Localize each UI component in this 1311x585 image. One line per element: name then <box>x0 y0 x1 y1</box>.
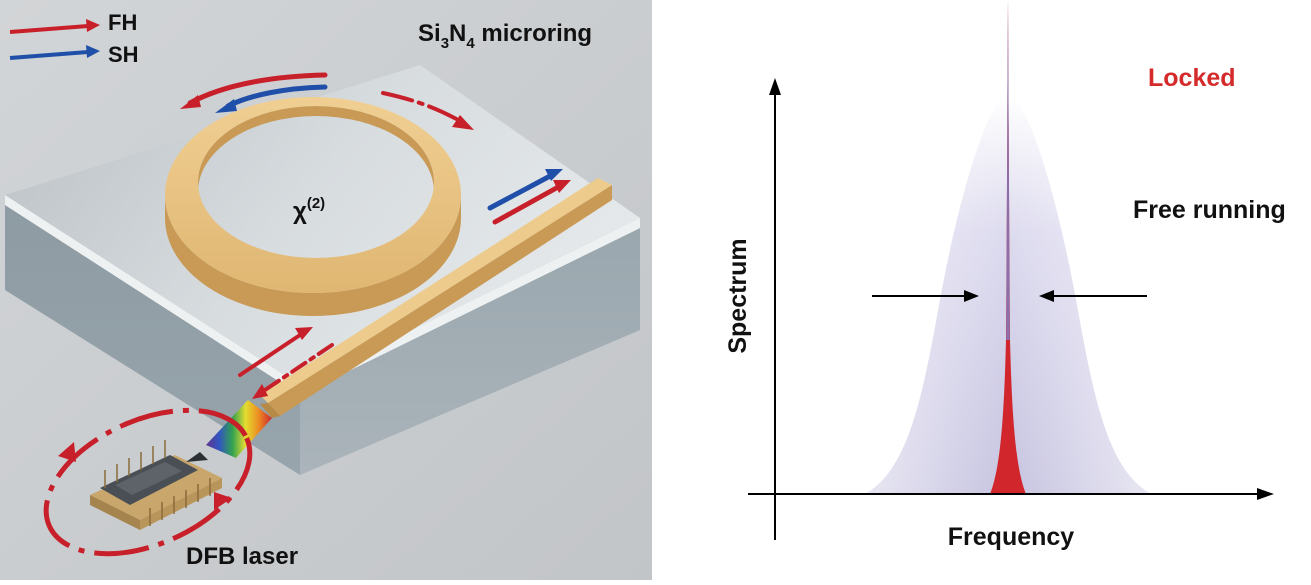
legend-fh-arrow <box>9 24 89 34</box>
narrowing-arrowhead-left <box>964 290 979 302</box>
loop-arrowhead-left <box>58 442 76 462</box>
laser-mount-front <box>140 478 222 530</box>
fh-input-arrowhead <box>295 327 313 340</box>
bus-waveguide <box>260 178 612 418</box>
chip-front-face <box>5 205 300 475</box>
arrows-on-chip <box>180 72 571 399</box>
fh-arrowhead <box>180 95 201 109</box>
narrowing-arrowhead-right <box>1039 290 1054 302</box>
device-schematic: χ(2) <box>0 0 652 580</box>
y-axis-label: Spectrum <box>724 238 752 353</box>
ring-top-surface <box>164 96 461 294</box>
fh-dashed-arrow-ring-right <box>381 91 464 124</box>
laser-mount-side <box>90 495 140 530</box>
waveguide-side <box>268 185 612 416</box>
spectrum-schematic: Locked Free running Spectrum Frequency <box>660 0 1311 580</box>
waveguide-end-facet <box>260 403 280 418</box>
laser-pins <box>104 440 211 526</box>
chip-material-label: Si3N4 microring <box>418 20 592 52</box>
device-schematic-svg: χ(2) <box>0 0 652 580</box>
laser-chip-top <box>115 462 182 495</box>
chip-top-face <box>5 65 640 385</box>
legend-fh-arrowhead <box>86 19 100 32</box>
free-running-label: Free running <box>1133 196 1286 224</box>
spectrum-schematic-svg: Locked Free running Spectrum Frequency <box>724 0 1286 551</box>
y-axis-arrowhead <box>769 78 781 95</box>
legend: FH SH <box>9 10 139 67</box>
waveguide-top <box>260 178 612 403</box>
legend-sh-arrowhead <box>86 45 100 58</box>
sh-output-arrowhead <box>545 169 563 181</box>
fh-arrow-ring-left <box>187 72 328 106</box>
ring-chi2-label: χ(2) <box>293 195 325 225</box>
sh-arrow-ring-left <box>225 84 328 109</box>
sh-arrowhead <box>215 99 237 113</box>
chip-right-face <box>300 228 640 475</box>
fh-output-arrow <box>492 183 563 225</box>
fh-reflected-arrowhead <box>252 384 268 399</box>
legend-sh-arrow <box>9 50 89 60</box>
sh-output-arrow <box>487 172 555 211</box>
fh-arrowhead-right <box>452 115 474 130</box>
laser-nozzle <box>186 452 208 462</box>
ring-outer-wall <box>164 195 461 317</box>
legend-sh-label: SH <box>108 42 139 67</box>
x-axis-arrowhead <box>1257 488 1274 500</box>
dfb-laser <box>43 407 253 557</box>
legend-fh-label: FH <box>108 10 137 35</box>
x-axis-label: Frequency <box>948 523 1075 551</box>
chip-top-edge-left <box>5 195 300 395</box>
si3n4-chip <box>5 65 640 475</box>
loop-arrowhead-right <box>214 492 232 510</box>
microring <box>164 96 461 317</box>
dfb-laser-label: DFB laser <box>186 543 298 570</box>
fh-output-arrowhead <box>553 180 571 193</box>
fh-reflected-arrow <box>260 343 334 394</box>
laser-feedback-loop <box>43 407 253 557</box>
fh-input-arrow <box>238 331 305 377</box>
locked-label: Locked <box>1148 64 1236 92</box>
locked-spectrum-tip <box>1006 0 1010 340</box>
chip-top-edge-right <box>300 218 640 395</box>
